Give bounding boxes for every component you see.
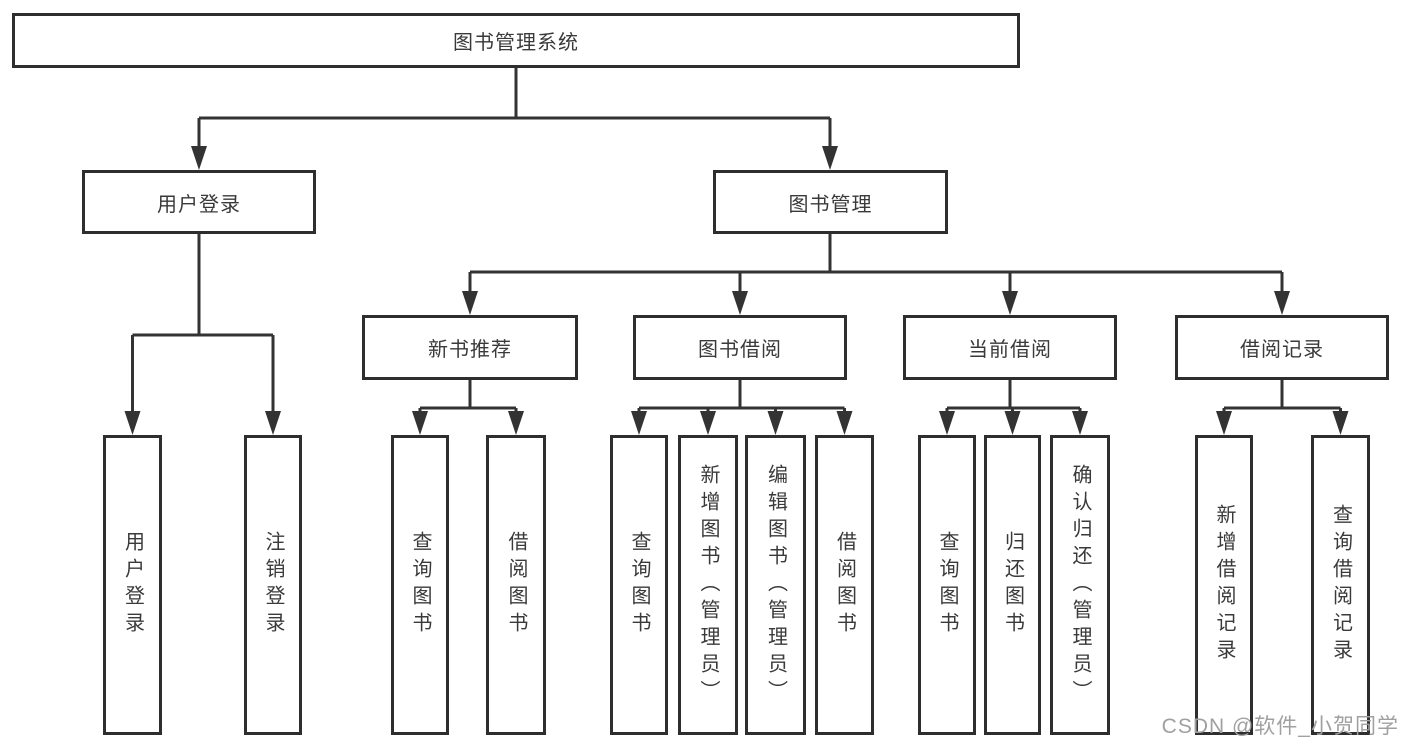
leaf-current-query-label: 查询图书	[936, 531, 958, 639]
leaf-user-login-label: 用户登录	[121, 531, 144, 639]
leaf-logout-label: 注销登录	[262, 531, 284, 639]
leaf-current-return: 归还图书	[984, 435, 1041, 735]
leaf-current-return-label: 归还图书	[1001, 531, 1024, 639]
node-root: 图书管理系统	[12, 13, 1020, 68]
node-current-label: 当前借阅	[968, 339, 1052, 361]
node-borrow-label: 图书借阅	[698, 339, 782, 361]
leaf-current-confirm: 确认归还（管理员）	[1050, 435, 1110, 735]
leaf-current-confirm-label: 确认归还（管理员）	[1069, 463, 1091, 707]
leaf-records-query: 查询借阅记录	[1311, 435, 1370, 735]
leaf-borrow-query: 查询图书	[610, 435, 668, 735]
arrowheads	[124, 146, 1349, 435]
leaf-borrow-edit-label: 编辑图书（管理员）	[764, 463, 787, 707]
leaf-borrow-add-label: 新增图书（管理员）	[697, 463, 719, 707]
node-book-mgmt: 图书管理	[713, 170, 948, 234]
node-current: 当前借阅	[903, 315, 1117, 380]
leaf-newbook-query-label: 查询图书	[409, 531, 431, 639]
leaf-newbook-borrow: 借阅图书	[486, 435, 546, 735]
leaf-newbook-borrow-label: 借阅图书	[505, 531, 527, 639]
node-records-label: 借阅记录	[1240, 339, 1324, 361]
node-borrow: 图书借阅	[633, 315, 847, 380]
leaf-borrow-query-label: 查询图书	[628, 531, 650, 639]
node-user-login: 用户登录	[82, 170, 316, 234]
leaf-borrow-edit: 编辑图书（管理员）	[745, 435, 806, 735]
leaf-borrow-borrow-label: 借阅图书	[833, 531, 856, 639]
leaf-borrow-borrow: 借阅图书	[815, 435, 874, 735]
node-records: 借阅记录	[1175, 315, 1389, 380]
node-root-label: 图书管理系统	[453, 32, 579, 54]
leaf-records-query-label: 查询借阅记录	[1329, 504, 1352, 666]
leaf-records-add: 新增借阅记录	[1195, 435, 1253, 735]
leaf-user-login: 用户登录	[103, 435, 162, 735]
leaf-records-add-label: 新增借阅记录	[1213, 504, 1235, 666]
node-user-login-label: 用户登录	[157, 193, 241, 216]
csdn-watermark: CSDN @软件_小贺同学	[1161, 715, 1399, 738]
leaf-logout: 注销登录	[244, 435, 302, 735]
leaf-current-query: 查询图书	[918, 435, 976, 735]
node-new-book-label: 新书推荐	[428, 339, 512, 361]
node-new-book: 新书推荐	[362, 315, 578, 380]
leaf-borrow-add: 新增图书（管理员）	[678, 435, 738, 735]
leaf-newbook-query: 查询图书	[391, 435, 449, 735]
node-book-mgmt-label: 图书管理	[788, 193, 873, 216]
